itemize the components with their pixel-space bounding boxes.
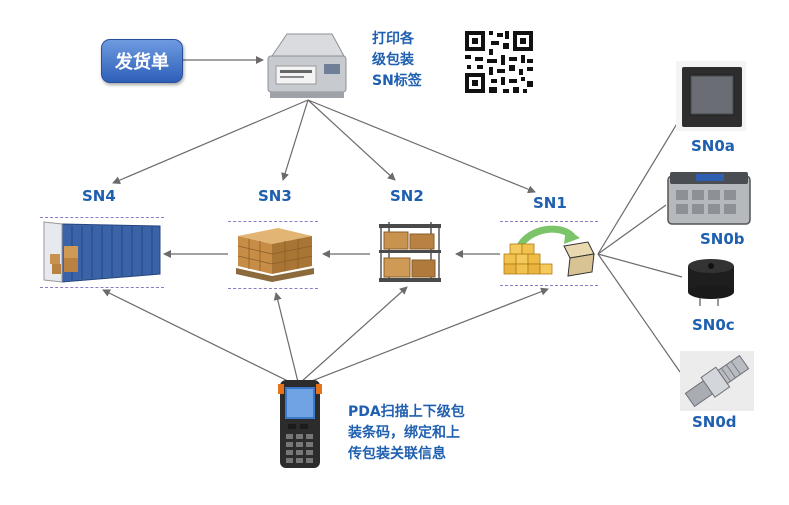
level-sn3-label: SN3 (258, 187, 292, 205)
component-sn0c-label: SN0c (692, 316, 735, 334)
qr-code-icon (463, 29, 535, 95)
pda-note-line-2: 装条码，绑定和上 (348, 425, 460, 441)
print-note-line-1: 打印各 (372, 31, 414, 47)
pda-note-line-3: 传包装关联信息 (348, 446, 446, 462)
shipping-order-label: 发货单 (115, 52, 169, 73)
arrow-printer-to-sn3 (281, 99, 309, 181)
print-labels-note: 打印各 级包装 SN标签 (372, 29, 422, 92)
arrow-pda-to-sn4 (102, 289, 297, 386)
line-sn1-to-sn0d (597, 253, 681, 373)
arrow-pda-to-sn2 (300, 286, 408, 383)
line-sn1-to-sn0a (597, 121, 679, 255)
pallet-of-boxes-icon (236, 228, 314, 282)
pda-scanner-icon (278, 380, 322, 468)
shipping-container-icon (43, 221, 161, 283)
sn3-dashed-frame (228, 221, 318, 289)
label-printer-icon (267, 33, 347, 98)
arrow-pda-to-sn1 (303, 287, 549, 385)
pda-scan-note: PDA扫描上下级包 装条码，绑定和上 传包装关联信息 (348, 402, 465, 465)
level-sn2-label: SN2 (390, 187, 424, 205)
buzzer-icon (688, 259, 734, 306)
sn1-dashed-frame (500, 221, 598, 286)
component-sn0a-label: SN0a (691, 137, 735, 155)
pda-note-line-1: PDA扫描上下级包 (348, 404, 465, 420)
print-note-line-3: SN标签 (372, 73, 422, 89)
metal-fitting-icon (680, 351, 754, 411)
industrial-panel-icon (676, 61, 746, 131)
component-sn0b-label: SN0b (700, 230, 745, 248)
carton-packing-icon (503, 225, 595, 277)
arrow-printer-to-sn1 (307, 99, 536, 194)
sn4-dashed-frame (40, 217, 164, 288)
print-note-line-2: 级包装 (372, 52, 414, 68)
arrow-printer-to-sn4 (112, 99, 309, 184)
storage-rack-icon (379, 222, 441, 282)
control-unit-icon (667, 172, 751, 225)
line-sn1-to-sn0b (597, 204, 667, 255)
line-sn1-to-sn0c (597, 253, 683, 278)
arrow-printer-to-sn2 (307, 99, 396, 181)
shipping-order-box: 发货单 (101, 39, 183, 83)
arrow-pda-to-sn3 (273, 292, 299, 383)
component-sn0d-label: SN0d (692, 413, 737, 431)
level-sn4-label: SN4 (82, 187, 116, 205)
level-sn1-label: SN1 (533, 194, 567, 212)
